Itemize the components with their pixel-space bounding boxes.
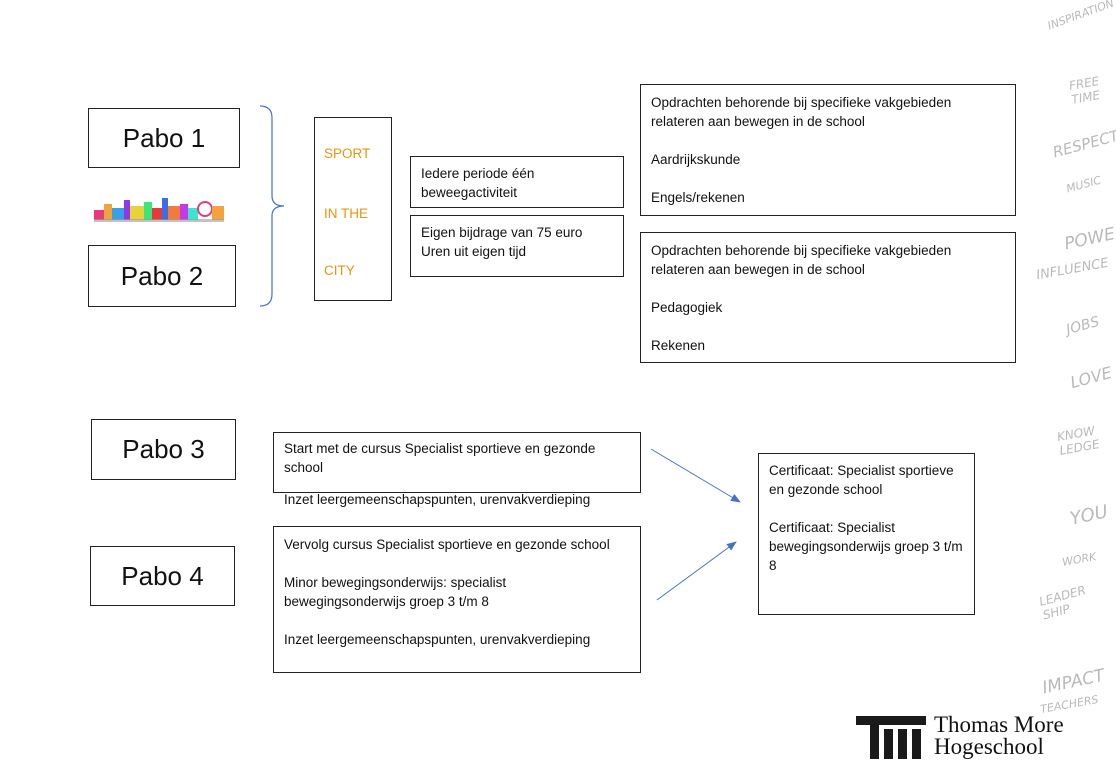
thomas-more-logo-icon [856,716,926,759]
pabo-4-minor-text: Minor bewegingsonderwijs: specialist bew… [284,575,507,609]
sport-label: SPORT [324,146,371,161]
pabo-4-course-box: Vervolg cursus Specialist sportieve en g… [273,526,641,673]
contribution-box: Eigen bijdrage van 75 euro Uren uit eige… [410,215,624,277]
pabo-3-course-text: Start met de cursus Specialist sportieve… [284,441,596,475]
pabo-3-box: Pabo 3 [91,419,236,480]
activity-text: Iedere periode één beweegactiviteit [421,166,535,200]
pabo-4-course-text: Vervolg cursus Specialist sportieve en g… [284,537,610,552]
in-the-label: IN THE [324,206,369,221]
certificate-1-text: Certificaat: Specialist sportieve en gez… [769,463,954,497]
arrow-pabo4-to-certificate [656,541,737,601]
assignments-top-item-2: Engels/rekenen [651,190,745,205]
pabo-4-label: Pabo 4 [121,560,204,591]
assignments-bottom-item-2: Rekenen [651,338,706,353]
contribution-amount: Eigen bijdrage van 75 euro [421,225,583,240]
pabo-3-course-box: Start met de cursus Specialist sportieve… [273,432,641,507]
pabo-3-points-text: Inzet leergemeenschapspunten, urenvakver… [284,492,591,507]
city-skyline-image [92,192,226,230]
assignments-bottom-intro: Opdrachten behorende bij specifieke vakg… [651,243,952,277]
city-label: CITY [324,263,355,278]
pabo-2-box: Pabo 2 [88,245,236,307]
activity-box: Iedere periode één beweegactiviteit [410,156,624,208]
contribution-hours: Uren uit eigen tijd [421,244,527,259]
pabo-1-box: Pabo 1 [88,108,240,168]
pabo-3-label: Pabo 3 [122,434,205,464]
assignments-top-box: Opdrachten behorende bij specifieke vakg… [640,84,1016,216]
arrow-pabo3-to-certificate [650,448,741,503]
logo-line-2: Hogeschool [934,734,1044,759]
assignments-top-item-1: Aardrijkskunde [651,152,741,167]
assignments-bottom-box: Opdrachten behorende bij specifieke vakg… [640,232,1016,363]
thomas-more-logo: Thomas More Hogeschool [856,712,1096,762]
certificate-2-text: Certificaat: Specialist bewegingsonderwi… [769,520,963,573]
logo-line-1: Thomas More [934,712,1064,737]
assignments-bottom-item-1: Pedagogiek [651,300,723,315]
pabo-4-points-text: Inzet leergemeenschapspunten, urenvakver… [284,632,591,647]
assignments-top-intro: Opdrachten behorende bij specifieke vakg… [651,95,952,129]
pabo-4-box: Pabo 4 [90,546,235,606]
pabo-2-label: Pabo 2 [120,260,204,291]
sport-in-the-city-box: SPORT IN THE CITY [314,117,392,301]
grouping-brace [259,105,285,307]
pabo-1-label: Pabo 1 [122,122,206,153]
certificate-box: Certificaat: Specialist sportieve en gez… [758,453,975,615]
